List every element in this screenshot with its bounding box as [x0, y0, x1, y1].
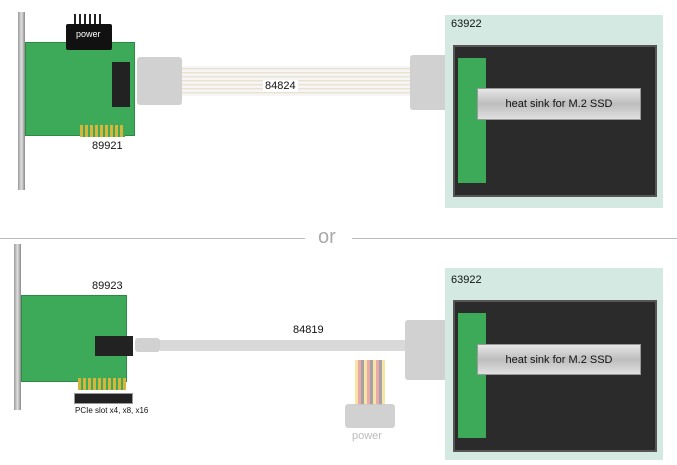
cable-connector-left: [135, 338, 160, 352]
card-label: 89923: [92, 280, 123, 292]
pcie-gold-fingers: [78, 378, 126, 390]
cable-label: 84824: [263, 80, 298, 92]
enclosure-label: 63922: [451, 18, 482, 30]
card-label: 89921: [92, 140, 123, 152]
enclosure: [453, 300, 657, 452]
heat-sink: heat sink for M.2 SSD: [477, 344, 641, 375]
cable-connector-left: [137, 57, 182, 105]
heat-sink-label: heat sink for M.2 SSD: [505, 353, 613, 366]
separator-line-right: [352, 238, 677, 239]
heat-sink-label: heat sink for M.2 SSD: [505, 98, 613, 110]
pcie-slot: [74, 393, 133, 404]
enclosure-label: 63922: [451, 274, 482, 286]
separator-line-left: [0, 238, 305, 239]
power-label: power: [76, 29, 101, 39]
slot-label: PCIe slot x4, x8, x16: [75, 406, 149, 415]
cable-label: 84819: [293, 324, 324, 336]
sff-connector: [112, 62, 130, 107]
power-wires: [74, 14, 104, 24]
pcie-gold-fingers: [80, 125, 125, 137]
power-label: power: [352, 430, 382, 442]
or-label: or: [318, 226, 336, 248]
power-connector: [66, 24, 112, 50]
power-wires: [355, 360, 385, 405]
m2-ssd-board: [458, 58, 486, 183]
pcie-bracket: [14, 244, 21, 410]
enclosure: [453, 45, 657, 197]
heat-sink: heat sink for M.2 SSD: [477, 88, 641, 120]
cable-84819: [160, 340, 405, 351]
sata-power-connector: [345, 404, 395, 428]
sff-connector: [95, 336, 133, 356]
m2-ssd-board: [458, 313, 486, 438]
pcie-bracket: [18, 12, 25, 190]
